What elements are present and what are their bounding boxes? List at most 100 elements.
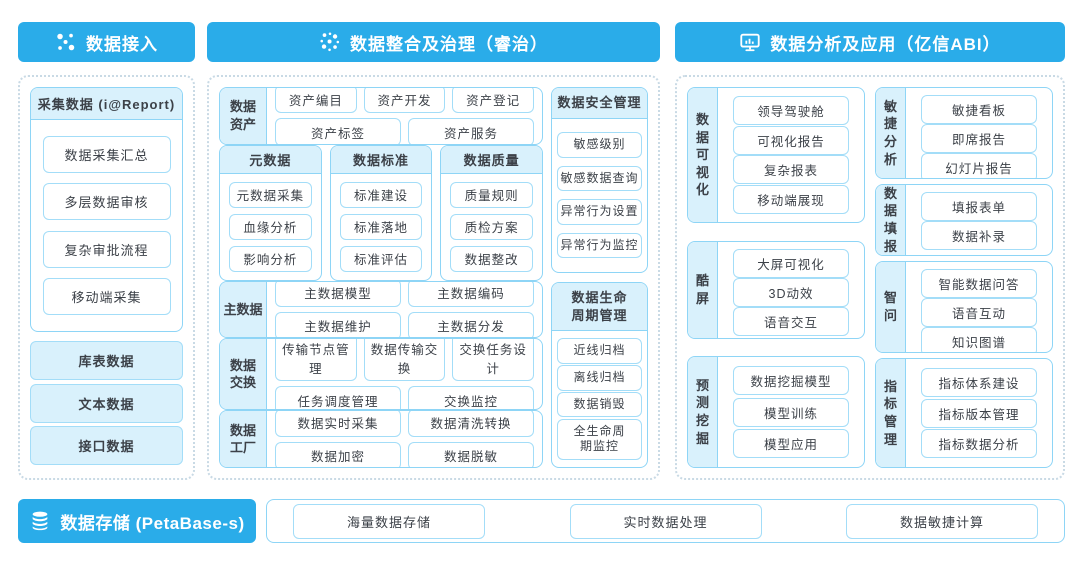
item-button[interactable]: 敏感数据查询 <box>557 165 642 192</box>
item-button[interactable]: 复杂报表 <box>733 155 849 185</box>
source-button[interactable]: 库表数据 <box>30 341 183 381</box>
item-button[interactable]: 知识图谱 <box>921 327 1037 352</box>
predictive-mining-section: 预测挖掘 数据挖掘模型 模型训练 模型应用 <box>687 356 865 468</box>
item-button[interactable]: 数据采集汇总 <box>42 136 171 174</box>
item-button[interactable]: 资产开发 <box>363 87 446 114</box>
indicator-management-section: 指标管理 指标体系建设 指标版本管理 指标数据分析 <box>875 358 1053 468</box>
governance-main-column: 数据资产 资产编目 资产开发 资产登记 资产标签 资产服务 元数据 元数据采集 … <box>219 87 544 468</box>
item-button[interactable]: 智能数据问答 <box>921 269 1037 298</box>
button-row: 数据加密 数据脱敏 <box>275 441 534 467</box>
item-button[interactable]: 模型训练 <box>733 397 849 427</box>
cool-screen-section: 酷屏 大屏可视化 3D动效 语音交互 <box>687 240 865 339</box>
item-button[interactable]: 指标体系建设 <box>921 367 1037 397</box>
item-button[interactable]: 质量规则 <box>450 181 534 208</box>
item-button[interactable]: 全生命周期监控 <box>557 418 642 460</box>
collect-section-title: 采集数据 (i@Report) <box>31 88 182 120</box>
item-button[interactable]: 数据挖掘模型 <box>733 366 849 396</box>
item-button[interactable]: 数据传输交换 <box>363 339 446 382</box>
item-button[interactable]: 影响分析 <box>229 245 312 272</box>
item-button[interactable]: 任务调度管理 <box>275 386 401 410</box>
header-data-access: 数据接入 <box>18 22 195 62</box>
item-button[interactable]: 复杂审批流程 <box>42 230 171 268</box>
header-label: 数据整合及治理（睿治） <box>350 34 548 54</box>
item-button[interactable]: 资产标签 <box>275 118 401 144</box>
item-button[interactable]: 即席报告 <box>921 124 1037 153</box>
item-button[interactable]: 数据敏捷计算 <box>846 503 1038 539</box>
item-button[interactable]: 标准评估 <box>339 245 423 272</box>
item-button[interactable]: 数据销毁 <box>557 391 642 418</box>
source-button[interactable]: 文本数据 <box>30 383 183 423</box>
item-button[interactable]: 质检方案 <box>450 213 534 240</box>
item-button[interactable]: 可视化报告 <box>733 125 849 155</box>
data-security-section: 数据安全管理 敏感级别 敏感数据查询 异常行为设置 异常行为监控 <box>551 87 648 273</box>
item-button[interactable]: 数据整改 <box>450 245 534 272</box>
item-button[interactable]: 海量数据存储 <box>293 503 485 539</box>
item-button[interactable]: 异常行为设置 <box>557 199 642 225</box>
item-button[interactable]: 3D动效 <box>733 277 849 307</box>
item-button[interactable]: 资产登记 <box>452 87 535 114</box>
collect-section-body: 数据采集汇总 多层数据审核 复杂审批流程 移动端采集 <box>31 120 182 331</box>
item-button[interactable]: 近线归档 <box>557 338 642 364</box>
item-button[interactable]: 实时数据处理 <box>569 503 762 539</box>
item-button[interactable]: 模型应用 <box>733 428 849 458</box>
section-title: 数据安全管理 <box>552 88 647 119</box>
item-button[interactable]: 血缘分析 <box>229 213 312 240</box>
item-button[interactable]: 数据清洗转换 <box>408 411 534 437</box>
item-button[interactable]: 语音互动 <box>921 298 1037 327</box>
section-items: 传输节点管理 数据传输交换 交换任务设计 任务调度管理 交换监控 <box>267 339 542 410</box>
section-items: 元数据采集 血缘分析 影响分析 <box>220 174 321 280</box>
source-button[interactable]: 接口数据 <box>30 425 183 465</box>
header-data-storage: 数据存储 (PetaBase-s) <box>18 499 256 543</box>
header-label: 数据分析及应用（亿信ABI） <box>770 34 1001 54</box>
item-button[interactable]: 填报表单 <box>921 192 1037 221</box>
item-button[interactable]: 交换任务设计 <box>452 339 535 382</box>
item-button[interactable]: 主数据编码 <box>408 281 534 307</box>
item-button[interactable]: 数据实时采集 <box>275 411 401 437</box>
item-button[interactable]: 敏捷看板 <box>921 95 1037 124</box>
item-button[interactable]: 指标版本管理 <box>921 398 1037 428</box>
item-button[interactable]: 元数据采集 <box>229 181 312 208</box>
item-button[interactable]: 指标数据分析 <box>921 429 1037 459</box>
section-items: 领导驾驶舱 可视化报告 复杂报表 移动端展现 <box>718 88 864 222</box>
section-label: 数据填报 <box>876 185 906 255</box>
item-button[interactable]: 主数据分发 <box>408 311 534 338</box>
governance-side-column: 数据安全管理 敏感级别 敏感数据查询 异常行为设置 异常行为监控 数据生命周期管… <box>551 87 648 468</box>
section-label: 数据资产 <box>220 88 267 144</box>
data-access-panel: 采集数据 (i@Report) 数据采集汇总 多层数据审核 复杂审批流程 移动端… <box>18 75 195 480</box>
item-button[interactable]: 数据加密 <box>275 441 401 467</box>
section-items: 数据挖掘模型 模型训练 模型应用 <box>718 357 864 467</box>
item-button[interactable]: 领导驾驶舱 <box>733 95 849 125</box>
item-button[interactable]: 大屏可视化 <box>733 248 849 278</box>
section-title: 元数据 <box>220 145 321 174</box>
section-title: 数据生命周期管理 <box>552 283 647 332</box>
item-button[interactable]: 交换监控 <box>408 386 534 410</box>
item-button[interactable]: 语音交互 <box>733 306 849 336</box>
analysis-left-column: 数据可视化 领导驾驶舱 可视化报告 复杂报表 移动端展现 酷屏 大屏可视化 3D… <box>687 87 865 468</box>
header-label: 数据接入 <box>86 34 158 54</box>
item-button[interactable]: 资产服务 <box>408 118 534 144</box>
smart-ask-section: 智问 智能数据问答 语音互动 知识图谱 <box>875 261 1053 353</box>
section-items: 智能数据问答 语音互动 知识图谱 <box>906 262 1052 352</box>
item-button[interactable]: 标准落地 <box>339 213 423 240</box>
section-label: 主数据 <box>220 281 267 338</box>
item-button[interactable]: 标准建设 <box>339 181 423 208</box>
item-button[interactable]: 传输节点管理 <box>275 339 357 382</box>
network-dots-icon <box>55 31 77 53</box>
item-button[interactable]: 异常行为监控 <box>557 232 642 259</box>
section-label: 酷屏 <box>688 241 718 338</box>
data-standard-section: 数据标准 标准建设 标准落地 标准评估 <box>329 144 433 281</box>
item-button[interactable]: 主数据维护 <box>275 311 401 338</box>
item-button[interactable]: 主数据模型 <box>275 281 401 307</box>
item-button[interactable]: 数据补录 <box>921 221 1037 250</box>
item-button[interactable]: 移动端展现 <box>733 185 849 215</box>
item-button[interactable]: 资产编目 <box>275 87 357 114</box>
data-exchange-section: 数据交换 传输节点管理 数据传输交换 交换任务设计 任务调度管理 交换监控 <box>219 338 543 411</box>
section-label: 数据交换 <box>220 339 267 410</box>
item-button[interactable]: 离线归档 <box>557 365 642 391</box>
item-button[interactable]: 数据脱敏 <box>408 441 534 467</box>
item-button[interactable]: 敏感级别 <box>557 132 642 158</box>
item-button[interactable]: 幻灯片报告 <box>921 153 1037 178</box>
item-button[interactable]: 多层数据审核 <box>42 183 171 221</box>
item-button[interactable]: 移动端采集 <box>42 277 171 315</box>
section-items: 填报表单 数据补录 <box>906 185 1052 255</box>
